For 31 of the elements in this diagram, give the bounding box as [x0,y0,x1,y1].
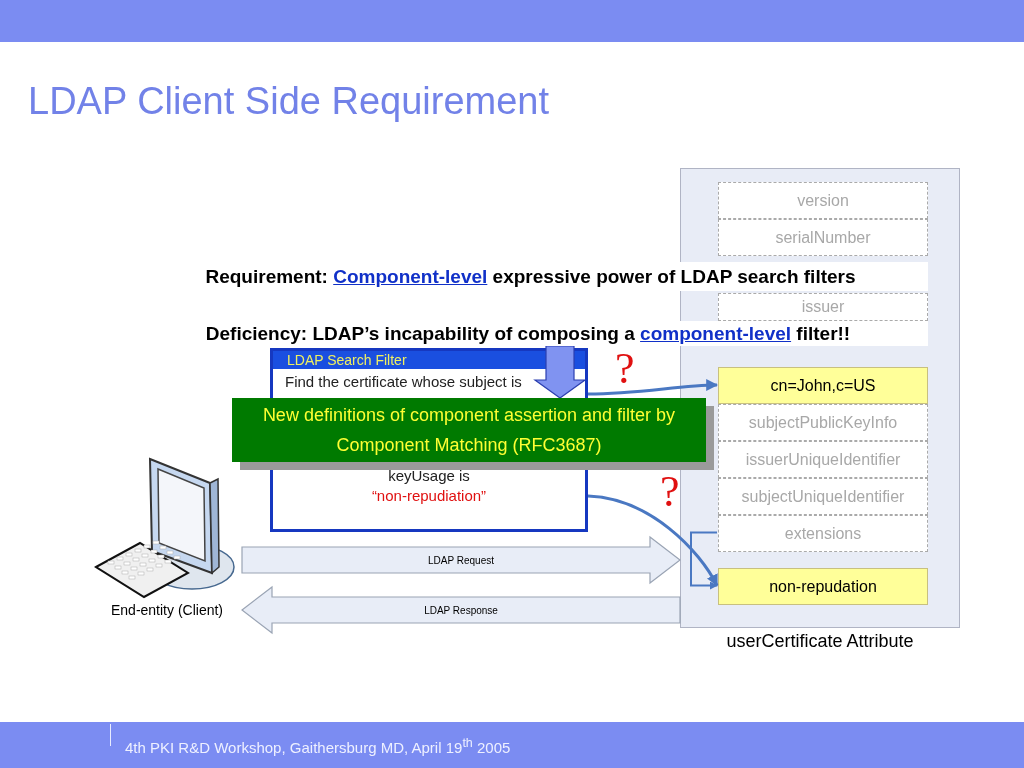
banner-text: Requirement: Component-level expressive power of LDAP search filters [205,265,856,288]
field-row: subjectPublicKeyInfo [718,404,928,441]
slide-title: LDAP Client Side Requirement [28,80,549,123]
edge-label: LDAP Request [428,554,494,566]
arrow [587,494,719,587]
banner-text: Deficiency: LDAP’s incapability of composing a component-level filter!! [205,322,851,345]
link: component-level [640,322,792,344]
question-mark: ? [660,470,680,514]
block-arrow [533,345,587,399]
question-mark: ? [615,347,635,391]
field-row: extensions [718,515,928,552]
field-row: issuerUniqueIdentifier [718,441,928,478]
filter-text: Find the certificate whose subject is [284,373,523,391]
link: Component-level [333,265,488,287]
block-arrow [241,585,681,635]
block-arrow [241,535,681,585]
filter-heading: LDAP Search Filter [273,351,585,369]
highlighted-field: cn=John,c=US [718,367,928,404]
panel-caption: userCertificate Attribute [725,631,915,652]
field-row: subjectUniqueIdentifier [718,478,928,515]
arrow [690,531,718,590]
edge-label: LDAP Response [424,604,498,616]
arrow [587,379,719,396]
field-row: issuer [718,293,928,321]
device-caption: End-entity (Client) [109,602,224,619]
field-row: version [718,182,928,219]
note-box: New definitions of component assertion and filter by Component Matching (RFC3687) [232,398,706,462]
filter-text: keyUsage is [387,467,471,485]
filter-text: “non-repudiation” [370,487,488,505]
footer-text: 4th PKI R&D Workshop, Gaithersburg MD, April 19$^{th}$ 2005 [125,736,511,756]
field-row: serialNumber [718,219,928,256]
